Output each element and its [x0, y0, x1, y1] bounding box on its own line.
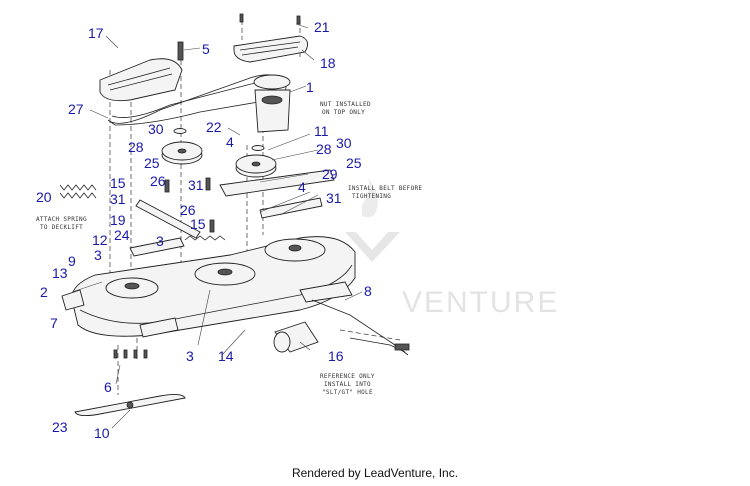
leader-lines: [71, 23, 363, 429]
note-nut-line1: NUT INSTALLED: [320, 101, 371, 108]
spring-15: [184, 235, 226, 241]
callout-14: 14: [218, 348, 234, 364]
callout-20: 20: [36, 189, 52, 205]
idler-pulley-right: [235, 145, 277, 178]
callout-31b: 31: [110, 191, 126, 207]
spring-20: [59, 184, 97, 199]
note-spring-line2: TO DECKLIFT: [40, 224, 83, 231]
callout-15a: 15: [110, 175, 126, 191]
callout-7: 7: [50, 315, 58, 331]
callout-29: 29: [322, 166, 338, 182]
mower-deck: [61, 236, 409, 356]
callout-2: 2: [40, 284, 48, 300]
note-spring: ATTACH SPRING TO DECKLIFT: [36, 216, 87, 231]
callout-27: 27: [68, 101, 84, 117]
callout-19: 19: [110, 212, 126, 228]
callout-23: 23: [52, 419, 68, 435]
callout-31a: 31: [188, 177, 204, 193]
note-spring-line1: ATTACH SPRING: [36, 216, 87, 223]
callout-4a: 4: [226, 134, 234, 150]
callout-5: 5: [202, 41, 210, 57]
callout-9: 9: [68, 253, 76, 269]
callout-28b: 28: [316, 141, 332, 157]
callout-4b: 4: [298, 179, 306, 195]
note-nut: NUT INSTALLED ON TOP ONLY: [320, 101, 371, 116]
callout-17: 17: [88, 25, 104, 41]
belt-cover-right: [233, 35, 309, 63]
callout-15b: 15: [190, 216, 206, 232]
note-belt-line1: INSTALL BELT BEFORE: [348, 185, 422, 192]
note-ref-line2: INSTALL INTO: [324, 381, 371, 388]
callout-30a: 30: [148, 121, 164, 137]
note-nut-line2: ON TOP ONLY: [322, 109, 365, 116]
footer-credit: Rendered by LeadVenture, Inc.: [291, 466, 459, 480]
callout-16: 16: [328, 348, 344, 364]
callouts: 17 5 21 18 1 27 30 22 4 11 30 28 28 25 2…: [36, 19, 372, 441]
note-ref-line1: REFERENCE ONLY: [320, 373, 375, 380]
callout-26b: 26: [180, 202, 196, 218]
callout-12: 12: [92, 232, 108, 248]
note-belt: INSTALL BELT BEFORE TIGHTENING: [348, 185, 422, 200]
callout-10: 10: [94, 425, 110, 441]
callout-3c: 3: [186, 348, 194, 364]
blade-23: [74, 393, 186, 417]
callout-3a: 3: [156, 233, 164, 249]
callout-13: 13: [52, 265, 68, 281]
callout-8: 8: [364, 283, 372, 299]
callout-24: 24: [114, 227, 130, 243]
leadventure-watermark: VENTURE: [345, 178, 559, 319]
callout-31c: 31: [326, 190, 342, 206]
callout-6: 6: [104, 379, 112, 395]
idler-arms: [135, 169, 335, 239]
callout-21: 21: [314, 19, 330, 35]
callout-28a: 28: [128, 139, 144, 155]
callout-11: 11: [314, 123, 329, 139]
callout-26a: 26: [150, 173, 166, 189]
callout-18: 18: [320, 55, 336, 71]
belt-cover-left: [99, 58, 183, 102]
callout-1: 1: [306, 79, 314, 95]
callout-3b: 3: [94, 247, 102, 263]
note-reference: REFERENCE ONLY INSTALL INTO "SLT/GT" HOL…: [320, 373, 375, 396]
callout-22: 22: [206, 119, 222, 135]
callout-25a: 25: [144, 155, 160, 171]
anti-scalp-roller: [273, 321, 410, 353]
note-ref-line3: "SLT/GT" HOLE: [322, 389, 373, 396]
hardware: [113, 13, 301, 359]
note-belt-line2: TIGHTENING: [352, 193, 391, 200]
gearbox-pulley: [253, 74, 291, 133]
callout-30b: 30: [336, 135, 352, 151]
idler-pulley-left: [161, 128, 203, 165]
callout-25b: 25: [346, 155, 362, 171]
watermark-text: VENTURE: [402, 286, 559, 319]
